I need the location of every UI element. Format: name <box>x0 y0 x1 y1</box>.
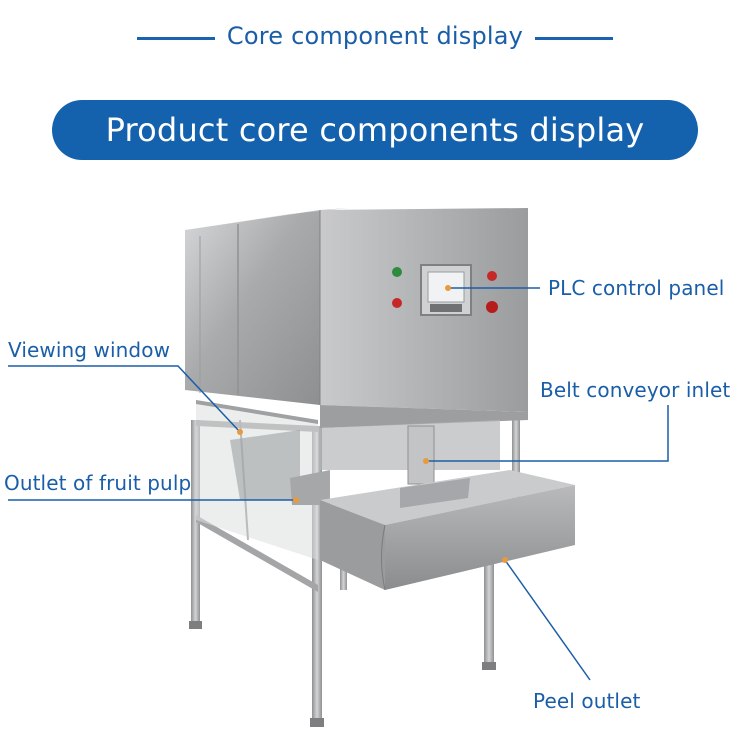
header-divider-left <box>137 37 215 40</box>
header-divider-right <box>535 37 613 40</box>
viewing-window-frame <box>196 400 318 560</box>
title-banner: Product core components display <box>52 100 698 160</box>
outlet-of-fruit-pulp-label: Outlet of fruit pulp <box>4 471 192 495</box>
stop-button-icon <box>486 301 498 313</box>
peel-tray <box>320 470 575 591</box>
green-button-icon <box>392 267 402 277</box>
peel-outlet-label: Peel outlet <box>533 689 641 713</box>
callout-lines <box>8 285 669 681</box>
plc-control-panel-label: PLC control panel <box>548 276 725 300</box>
red-button-icon <box>487 271 497 281</box>
red-button-icon <box>392 298 402 308</box>
section-header: Core component display <box>0 18 750 58</box>
cabinet-front-panel <box>185 210 320 405</box>
belt-conveyor-inlet-label: Belt conveyor inlet <box>540 378 731 402</box>
mid-frame <box>320 405 528 428</box>
plc-control-panel <box>420 264 472 316</box>
viewing-window-label: Viewing window <box>8 338 171 362</box>
section-subtitle: Core component display <box>226 22 524 50</box>
pulp-outlet-chute <box>290 470 330 505</box>
